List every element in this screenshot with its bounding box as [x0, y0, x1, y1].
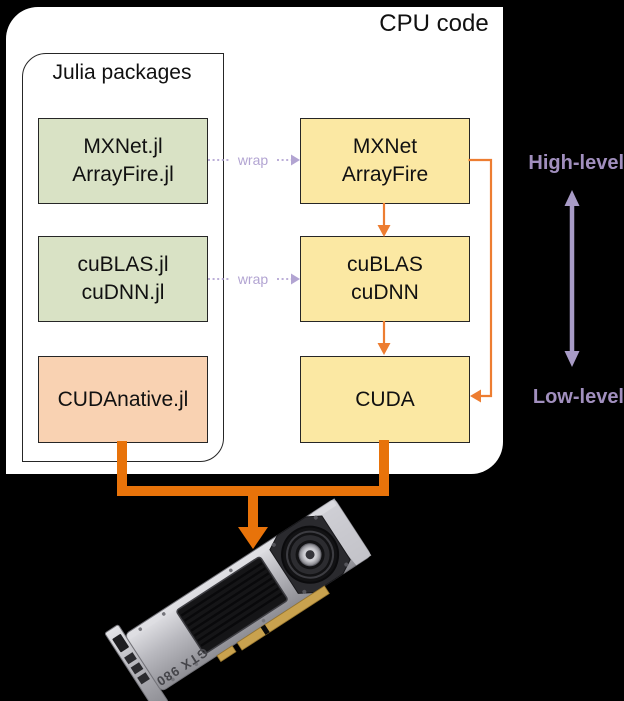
box-line: cuBLAS.jl — [77, 253, 169, 276]
box-line: CUDA — [355, 387, 415, 411]
box-line: cuBLAS — [347, 253, 423, 276]
level-double-arrow-icon — [564, 190, 580, 367]
gpu-fan — [269, 515, 351, 594]
box-cuda: CUDA — [300, 356, 470, 443]
box-line: MXNet.jl — [83, 135, 163, 158]
box-line: CUDAnative.jl — [57, 387, 189, 411]
cpu-code-title: CPU code — [379, 10, 489, 37]
wrap-label-top: wrap — [230, 151, 276, 169]
low-level-label: Low-level — [532, 386, 624, 408]
box-line: cuDNN.jl — [81, 281, 165, 304]
gpu-io-bracket — [104, 624, 176, 701]
wrap-label-bottom: wrap — [230, 270, 276, 288]
box-mxnet-jl: MXNet.jl ArrayFire.jl — [38, 118, 208, 204]
box-line: ArrayFire — [341, 163, 429, 186]
julia-packages-title: Julia packages — [52, 61, 192, 84]
gpu-heatsink-window — [176, 556, 288, 654]
box-cublas-jl: cuBLAS.jl cuDNN.jl — [38, 236, 208, 322]
gpu-pcie-connector — [216, 585, 330, 663]
box-mxnet: MXNet ArrayFire — [300, 118, 470, 204]
box-line: ArrayFire.jl — [72, 163, 174, 186]
high-level-label: High-level — [528, 152, 624, 174]
gpu-dvi-port — [112, 634, 129, 653]
box-cudanative-jl: CUDAnative.jl — [38, 356, 208, 443]
box-cublas: cuBLAS cuDNN — [300, 236, 470, 322]
gpu-illustration: GTX 980 — [104, 498, 372, 701]
gpu-screws — [138, 568, 266, 682]
box-line: MXNet — [352, 135, 418, 158]
box-line: cuDNN — [351, 281, 419, 304]
